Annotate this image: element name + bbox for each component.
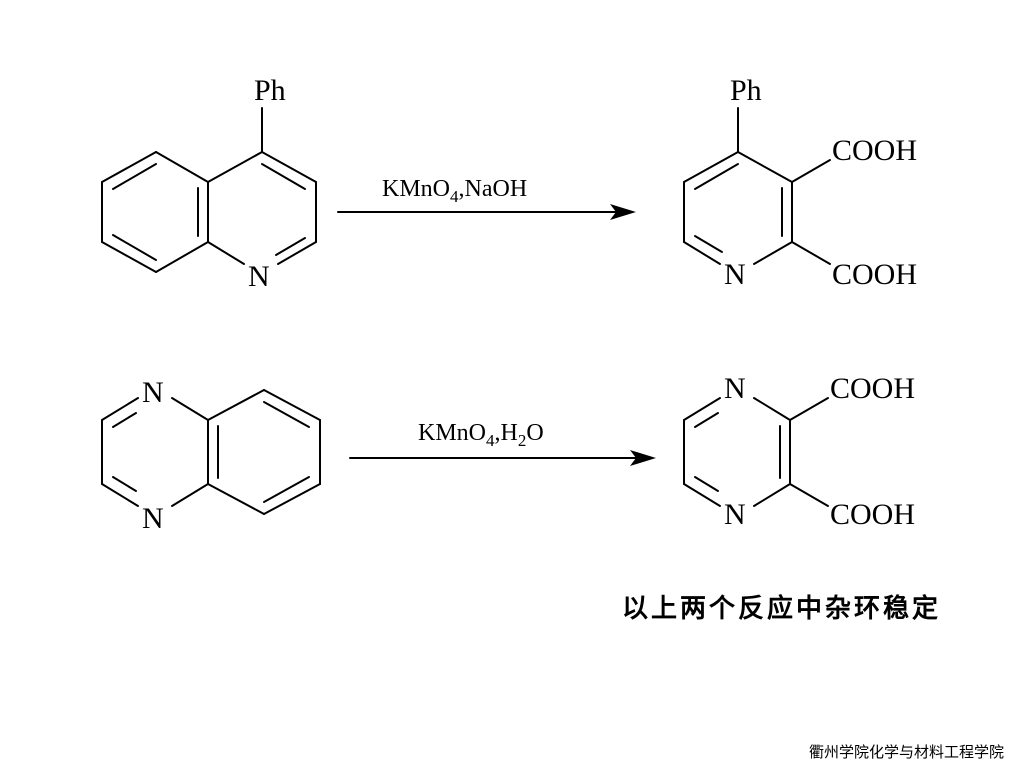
conclusion-text: 以上两个反应中杂环稳定 <box>622 593 941 624</box>
substituent-label: Ph <box>730 74 762 107</box>
carboxyl-group-label: COOH <box>832 258 917 291</box>
nitrogen-atom-label: N <box>248 260 270 293</box>
reactant-4-phenylquinoline: Ph N <box>101 74 317 293</box>
substituent-label: Ph <box>254 74 286 107</box>
nitrogen-atom-label: N <box>142 502 164 535</box>
reactant-quinoxaline: N N <box>101 376 321 535</box>
nitrogen-atom-label: N <box>142 376 164 409</box>
nitrogen-atom-label: N <box>724 258 746 291</box>
reagent-label: KMnO4,H2O <box>418 420 544 450</box>
carboxyl-group-label: COOH <box>830 498 915 531</box>
carboxyl-group-label: COOH <box>832 134 917 167</box>
product-pyrazine-2-3-dicarboxylic-acid: N N COOH COOH <box>683 372 915 531</box>
reaction-arrow-1: KMnO4,NaOH <box>337 176 636 220</box>
nitrogen-atom-label: N <box>724 498 746 531</box>
nitrogen-atom-label: N <box>724 372 746 405</box>
carboxyl-group-label: COOH <box>830 372 915 405</box>
reagent-label: KMnO4,NaOH <box>382 176 527 206</box>
product-4-phenylpyridine-2-3-dicarboxylic-acid: Ph N COOH COOH <box>683 74 917 291</box>
reaction-arrow-2: KMnO4,H2O <box>349 420 656 466</box>
footer-institution: 衢州学院化学与材料工程学院 <box>809 743 1004 761</box>
